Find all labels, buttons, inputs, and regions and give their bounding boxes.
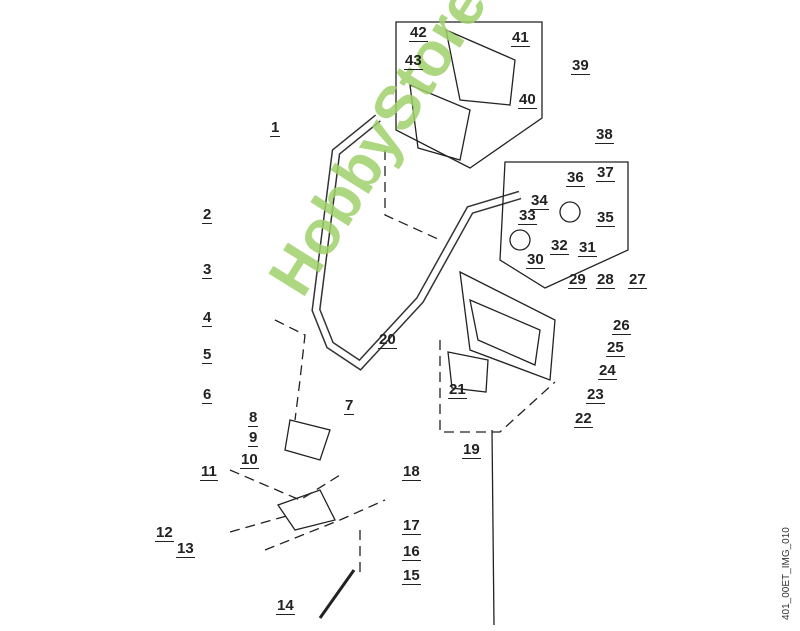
part-label-16: 16 bbox=[402, 543, 421, 561]
control-box bbox=[499, 161, 629, 289]
part-label-39: 39 bbox=[571, 57, 590, 75]
part-label-18: 18 bbox=[402, 463, 421, 481]
part-label-3: 3 bbox=[202, 261, 213, 279]
part-label-23: 23 bbox=[586, 386, 605, 404]
part-label-13: 13 bbox=[176, 540, 195, 558]
part-label-12: 12 bbox=[155, 524, 174, 542]
part-label-36: 36 bbox=[566, 169, 585, 187]
part-label-38: 38 bbox=[595, 126, 614, 144]
part-label-33: 33 bbox=[518, 207, 537, 225]
base-plate bbox=[276, 489, 336, 531]
part-label-24: 24 bbox=[598, 362, 617, 380]
part-label-11: 11 bbox=[200, 463, 218, 481]
part-label-8: 8 bbox=[248, 409, 259, 427]
part-label-5: 5 bbox=[202, 346, 213, 364]
part-label-29: 29 bbox=[568, 271, 587, 289]
part-label-7: 7 bbox=[344, 397, 355, 415]
part-label-17: 17 bbox=[402, 517, 421, 535]
image-code: 401_00ET_IMG_010 bbox=[781, 527, 792, 620]
part-label-22: 22 bbox=[574, 410, 593, 428]
part-label-4: 4 bbox=[202, 309, 213, 327]
seat-cushion bbox=[409, 83, 471, 161]
part-label-9: 9 bbox=[248, 429, 259, 447]
part-label-41: 41 bbox=[511, 29, 530, 47]
part-label-21: 21 bbox=[448, 381, 467, 399]
part-label-25: 25 bbox=[606, 339, 625, 357]
part-label-31: 31 bbox=[578, 239, 597, 257]
part-label-37: 37 bbox=[596, 164, 615, 182]
part-label-15: 15 bbox=[402, 567, 421, 585]
bolt bbox=[318, 569, 356, 619]
side-panel bbox=[459, 270, 556, 381]
part-label-43: 43 bbox=[404, 52, 423, 70]
part-label-40: 40 bbox=[518, 91, 537, 109]
seat-backrest bbox=[445, 28, 516, 106]
part-label-19: 19 bbox=[462, 441, 481, 459]
part-label-10: 10 bbox=[240, 451, 259, 469]
part-label-26: 26 bbox=[612, 317, 631, 335]
part-label-35: 35 bbox=[596, 209, 615, 227]
part-label-27: 27 bbox=[628, 271, 647, 289]
part-label-34: 34 bbox=[530, 192, 549, 210]
part-label-14: 14 bbox=[276, 597, 295, 615]
part-label-28: 28 bbox=[596, 271, 615, 289]
part-label-30: 30 bbox=[526, 251, 545, 269]
part-label-6: 6 bbox=[202, 386, 213, 404]
part-label-20: 20 bbox=[378, 331, 397, 349]
seat-box bbox=[395, 21, 543, 169]
part-label-2: 2 bbox=[202, 206, 213, 224]
rod bbox=[491, 429, 495, 626]
part-label-1: 1 bbox=[270, 119, 281, 137]
part-label-32: 32 bbox=[550, 237, 569, 255]
part-label-42: 42 bbox=[409, 24, 428, 42]
